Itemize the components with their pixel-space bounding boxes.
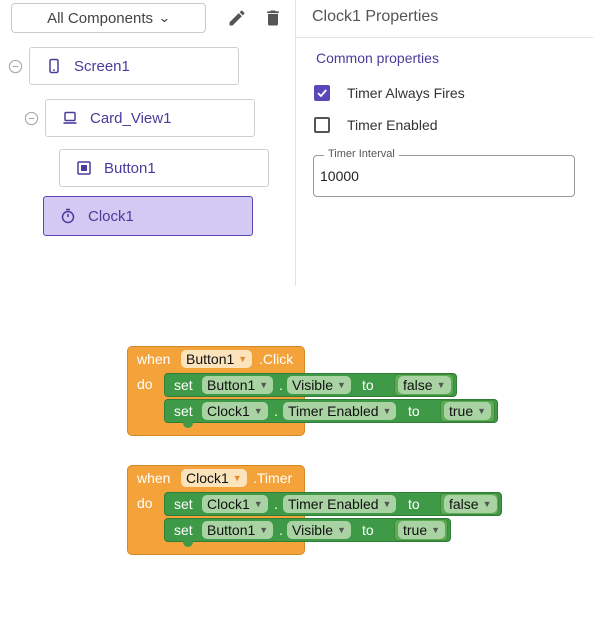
- component-dropdown[interactable]: Clock1 ▼: [181, 469, 247, 487]
- property-dropdown[interactable]: Visible ▼: [287, 376, 351, 394]
- property-dropdown[interactable]: Visible ▼: [287, 521, 351, 539]
- component-dropdown-label: Clock1: [207, 496, 250, 512]
- property-dropdown-label: Visible: [292, 522, 333, 538]
- timer-always-fires-checkbox[interactable]: Timer Always Fires: [314, 85, 465, 101]
- tree-node-screen1[interactable]: Screen1: [29, 47, 239, 85]
- boolean-value: true: [449, 403, 474, 419]
- set-label: set: [174, 522, 193, 538]
- timer-always-fires-label: Timer Always Fires: [347, 85, 465, 101]
- component-dropdown-label: Button1: [207, 377, 256, 393]
- tree-node-label: Clock1: [88, 207, 134, 225]
- components-dropdown-label: All Components: [47, 9, 153, 27]
- component-dropdown-label: Button1: [207, 522, 256, 538]
- collapse-toggle-screen1[interactable]: [8, 59, 23, 74]
- tree-node-label: Screen1: [74, 57, 130, 75]
- phone-icon: [46, 58, 62, 74]
- tree-node-card-view1[interactable]: Card_View1: [45, 99, 255, 137]
- boolean-dropdown[interactable]: true ▼: [398, 521, 446, 539]
- checkbox-unchecked-icon: [314, 117, 330, 133]
- timer-interval-input[interactable]: [320, 168, 560, 184]
- button-icon: [76, 160, 92, 176]
- timer-enabled-label: Timer Enabled: [347, 117, 438, 133]
- dot-label: .: [274, 403, 278, 419]
- block-notch: [183, 541, 193, 547]
- boolean-dropdown[interactable]: false ▼: [444, 495, 497, 513]
- dropdown-arrow-icon: ▼: [431, 525, 441, 535]
- property-dropdown[interactable]: Timer Enabled ▼: [283, 495, 397, 513]
- block-notch: [183, 422, 193, 428]
- minus-circle-icon: [24, 111, 39, 126]
- components-panel: All Components ⌄ Screen1 Card_View1 Butt…: [0, 0, 296, 286]
- set-label: set: [174, 403, 193, 419]
- checkbox-checked-icon: [314, 85, 330, 101]
- to-label: to: [362, 522, 374, 538]
- boolean-dropdown[interactable]: true ▼: [444, 402, 492, 420]
- set-label: set: [174, 496, 193, 512]
- do-label: do: [137, 495, 153, 511]
- components-dropdown[interactable]: All Components ⌄: [11, 3, 206, 33]
- stopwatch-icon: [60, 208, 76, 224]
- dropdown-arrow-icon: ▼: [259, 380, 269, 390]
- to-label: to: [362, 377, 374, 393]
- timer-enabled-checkbox[interactable]: Timer Enabled: [314, 117, 438, 133]
- do-label: do: [137, 376, 153, 392]
- divider: [296, 37, 593, 38]
- component-dropdown-label: Clock1: [186, 470, 229, 486]
- to-label: to: [408, 496, 420, 512]
- tree-node-label: Card_View1: [90, 109, 172, 127]
- dropdown-arrow-icon: ▼: [253, 406, 263, 416]
- dot-label: .: [279, 377, 283, 393]
- rename-button[interactable]: [227, 8, 247, 28]
- property-dropdown[interactable]: Timer Enabled ▼: [283, 402, 397, 420]
- component-dropdown[interactable]: Button1 ▼: [202, 376, 274, 394]
- boolean-value: false: [449, 496, 479, 512]
- set-label: set: [174, 377, 193, 393]
- boolean-dropdown[interactable]: false ▼: [398, 376, 451, 394]
- dropdown-arrow-icon: ▼: [482, 499, 492, 509]
- property-dropdown-label: Timer Enabled: [288, 403, 379, 419]
- event-name-label: .Click: [259, 351, 294, 367]
- dropdown-arrow-icon: ▼: [232, 473, 242, 483]
- timer-interval-field: Timer Interval: [313, 148, 575, 197]
- boolean-value: true: [403, 522, 428, 538]
- delete-button[interactable]: [263, 8, 283, 28]
- dropdown-arrow-icon: ▼: [477, 406, 487, 416]
- laptop-icon: [62, 110, 78, 126]
- when-label: when: [137, 470, 171, 486]
- property-dropdown-label: Timer Enabled: [288, 496, 379, 512]
- dropdown-arrow-icon: ▼: [337, 525, 346, 535]
- component-dropdown[interactable]: Clock1 ▼: [202, 402, 268, 420]
- dropdown-arrow-icon: ▼: [259, 525, 269, 535]
- timer-interval-label: Timer Interval: [324, 148, 399, 160]
- event-name-label: .Timer: [253, 470, 293, 486]
- property-dropdown-label: Visible: [292, 377, 333, 393]
- dropdown-arrow-icon: ▼: [382, 499, 392, 509]
- common-properties-heading: Common properties: [316, 50, 439, 66]
- component-dropdown[interactable]: Button1 ▼: [181, 350, 253, 368]
- dropdown-arrow-icon: ▼: [337, 380, 346, 390]
- tree-node-label: Button1: [104, 159, 156, 177]
- minus-circle-icon: [8, 59, 23, 74]
- component-dropdown-label: Clock1: [207, 403, 250, 419]
- dropdown-arrow-icon: ▼: [382, 406, 392, 416]
- dot-label: .: [274, 496, 278, 512]
- properties-title: Clock1 Properties: [312, 8, 439, 25]
- pencil-icon: [229, 10, 245, 26]
- trash-icon: [267, 10, 279, 26]
- to-label: to: [408, 403, 420, 419]
- dropdown-arrow-icon: ▼: [238, 354, 248, 364]
- component-dropdown-label: Button1: [186, 351, 235, 367]
- chevron-down-icon: ⌄: [157, 10, 171, 25]
- tree-node-clock1[interactable]: Clock1: [43, 196, 253, 236]
- collapse-toggle-card-view1[interactable]: [24, 111, 39, 126]
- dot-label: .: [279, 522, 283, 538]
- boolean-value: false: [403, 377, 433, 393]
- tree-node-button1[interactable]: Button1: [59, 149, 269, 187]
- when-label: when: [137, 351, 171, 367]
- component-dropdown[interactable]: Button1 ▼: [202, 521, 274, 539]
- component-dropdown[interactable]: Clock1 ▼: [202, 495, 268, 513]
- dropdown-arrow-icon: ▼: [253, 499, 263, 509]
- dropdown-arrow-icon: ▼: [436, 380, 446, 390]
